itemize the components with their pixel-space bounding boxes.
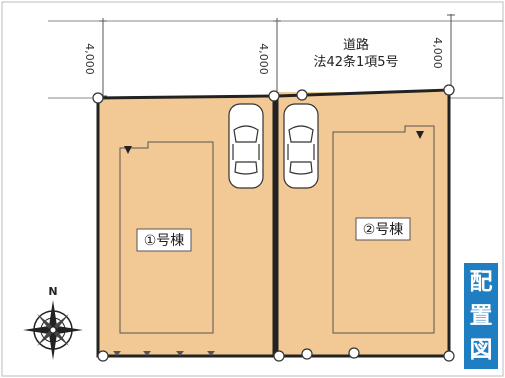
layout-plan-badge: 配 置 図 — [464, 263, 498, 369]
road-legal-text: 法42条1項5号 — [313, 54, 398, 70]
boundary-markers — [92, 84, 455, 362]
dimension-mid: 4,000 — [257, 43, 270, 75]
compass-north-label: N — [48, 285, 57, 298]
building-2-outline — [332, 125, 435, 334]
dimension-left: 4,000 — [83, 43, 96, 75]
lot-2-label-box — [355, 217, 411, 241]
entrance-triangle-icon — [124, 146, 132, 154]
dimension-right: 4,000 — [431, 37, 444, 69]
entrance-triangle-icon — [416, 131, 424, 139]
car-icon — [283, 103, 319, 189]
lot-1-label-box — [136, 228, 192, 252]
badge-char: 置 — [469, 302, 493, 329]
car-icon — [228, 103, 264, 189]
road-title: 道路 — [343, 37, 369, 53]
lot-2-label: ②号棟 — [363, 222, 404, 238]
bottom-markers — [113, 351, 215, 356]
lot-1-label: ①号棟 — [144, 233, 185, 249]
badge-char: 配 — [469, 268, 493, 295]
badge-char: 図 — [469, 336, 493, 363]
compass-rose-icon — [23, 300, 83, 360]
building-1-outline — [119, 141, 214, 334]
